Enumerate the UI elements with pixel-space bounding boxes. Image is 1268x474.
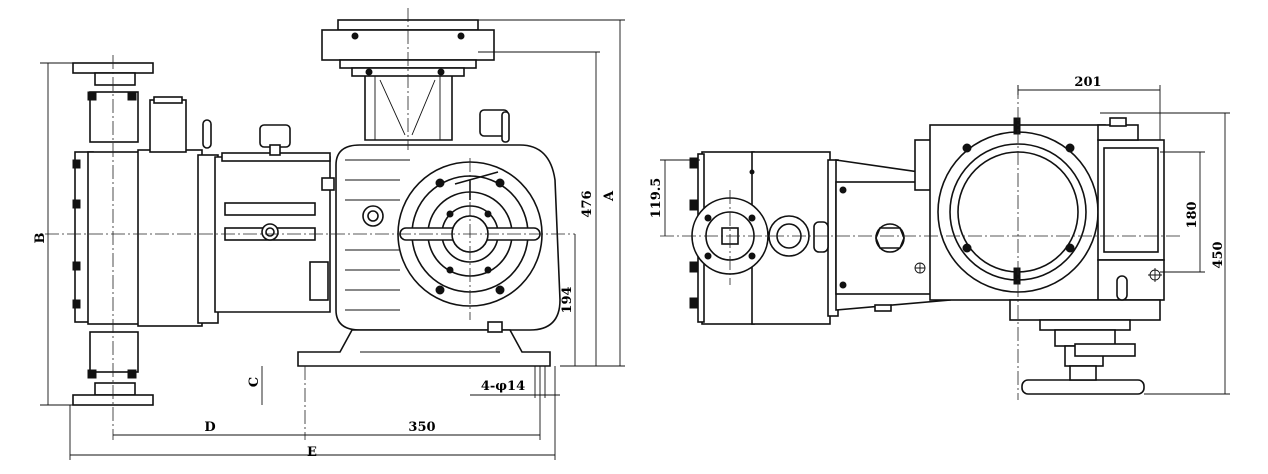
- dim-holes-label: 4-φ14: [481, 379, 525, 394]
- dim-B-label: B: [33, 233, 48, 244]
- side-pump-head: [689, 151, 839, 325]
- gearbox-body: [214, 109, 510, 313]
- mounting-base: [297, 321, 551, 367]
- side-view: 201 119.5 180 450: [649, 75, 1230, 400]
- dim-450-label: 450: [1211, 241, 1226, 268]
- side-motor: [914, 117, 1165, 395]
- dim-D-label: D: [204, 420, 215, 435]
- dim-350-label: 350: [408, 420, 435, 435]
- dim-119-5-label: 119.5: [649, 178, 664, 219]
- dim-194-label: 194: [560, 286, 575, 313]
- dim-476-label: 476: [580, 190, 595, 217]
- crank-housing: [335, 144, 561, 331]
- dim-201-label: 201: [1074, 75, 1101, 90]
- side-gearbox: [835, 159, 951, 312]
- dim-E-label: E: [307, 445, 317, 460]
- dim-180-label: 180: [1185, 201, 1200, 228]
- front-dimensions: [40, 19, 625, 460]
- pump-head: [72, 62, 219, 406]
- dim-C-label: C: [247, 377, 262, 387]
- dim-A-label: A: [602, 190, 617, 202]
- front-view: A 476 194 B C D 350 E 4-φ14: [33, 8, 625, 460]
- side-dimensions: [660, 85, 1230, 395]
